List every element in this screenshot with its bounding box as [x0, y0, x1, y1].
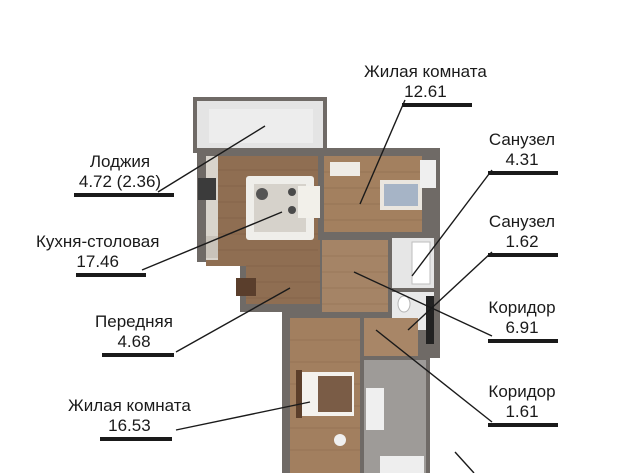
corridor-2-floor — [364, 318, 418, 356]
underline — [488, 171, 558, 176]
label-corridor-2: Коридор 1.61 — [486, 382, 558, 428]
room-name: Лоджия — [89, 152, 151, 171]
underline — [402, 103, 472, 108]
leader-line-kitchen — [141, 211, 283, 271]
leader-line-bathroom-1 — [411, 169, 493, 277]
room-area: 17.46 — [76, 251, 119, 271]
underline — [74, 193, 174, 198]
underline — [488, 339, 558, 344]
room-name: Жилая комната — [364, 62, 487, 81]
underline — [76, 273, 146, 278]
room-area: 1.61 — [505, 401, 539, 421]
room-area: 4.68 — [117, 331, 151, 351]
room-name: Санузел — [488, 130, 556, 149]
label-bathroom-2: Санузел 1.62 — [486, 212, 558, 258]
leader-line-bathroom-2 — [407, 251, 493, 331]
leader-line-living-room-1 — [359, 99, 406, 205]
room-area: 16.53 — [108, 415, 151, 435]
label-bathroom-1: Санузел 4.31 — [486, 130, 558, 176]
label-corridor-1: Коридор 6.91 — [486, 298, 558, 344]
room-area: 12.61 — [404, 81, 447, 101]
leader-line-loggia — [157, 125, 266, 193]
leader-line-corridor-2 — [375, 329, 493, 423]
room-area: 6.91 — [505, 317, 539, 337]
room-name: Коридор — [488, 382, 556, 401]
room-name: Жилая комната — [68, 396, 191, 415]
room-name: Санузел — [488, 212, 556, 231]
corridor-1-floor — [322, 240, 388, 312]
label-hallway: Передняя 4.68 — [94, 312, 174, 358]
label-living-room-2: Жилая комната 16.53 — [68, 396, 191, 442]
underline — [488, 253, 558, 258]
fridge — [198, 178, 216, 200]
room-area: 4.72 (2.36) — [78, 171, 162, 191]
wardrobe — [420, 160, 436, 188]
room-name: Передняя — [95, 312, 173, 331]
underline — [488, 423, 558, 428]
leader-line-hallway — [175, 287, 291, 353]
label-living-room-1: Жилая комната 12.61 — [364, 62, 487, 108]
label-kitchen: Кухня-столовая 17.46 — [36, 232, 160, 278]
leader-line-corridor-1 — [353, 271, 493, 337]
room-name: Кухня-столовая — [36, 232, 160, 251]
room-name: Коридор — [488, 298, 556, 317]
dining-table — [298, 186, 320, 218]
room-area: 4.31 — [505, 149, 539, 169]
underline — [102, 353, 174, 358]
label-loggia: Лоджия 4.72 (2.36) — [66, 152, 174, 198]
leader-line-living-room-2 — [175, 401, 311, 431]
underline — [100, 437, 172, 442]
room-area: 1.62 — [505, 231, 539, 251]
